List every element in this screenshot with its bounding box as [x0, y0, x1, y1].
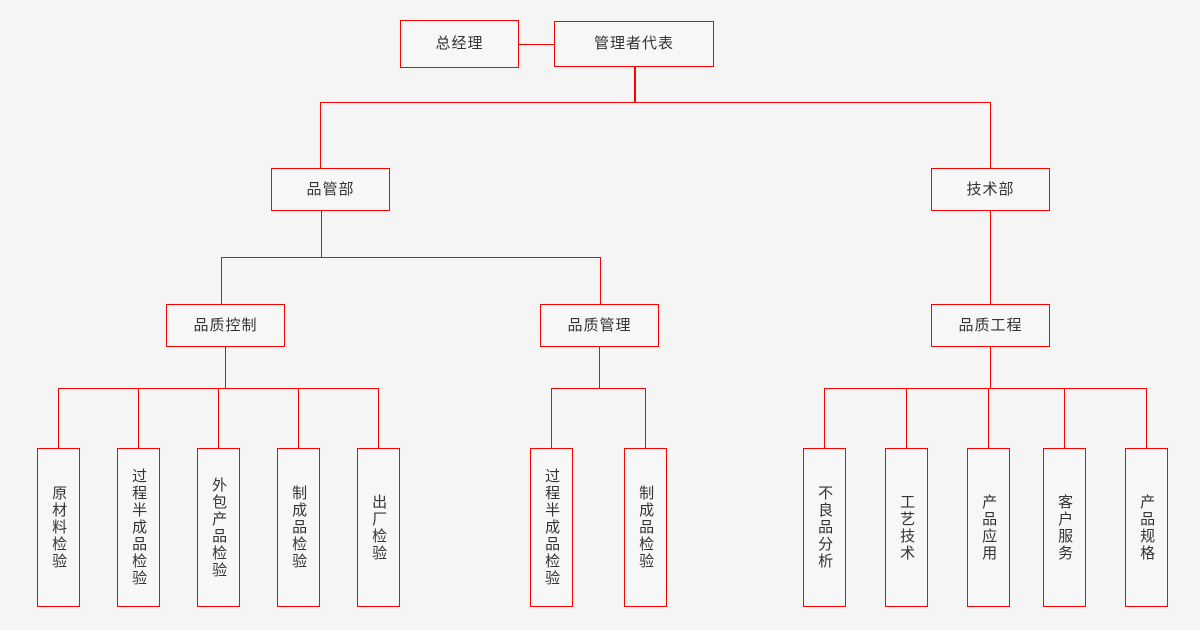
leaf-node-in-process-inspection[interactable]: 过程半成品检验 — [117, 448, 160, 607]
connector-gm-to-mr — [519, 44, 554, 45]
connector-qe-leaf-drop-5 — [1146, 388, 1147, 448]
leaf-label: 制成品检验 — [290, 485, 309, 570]
leaf-label: 过程半成品检验 — [130, 468, 149, 587]
node-quality-department[interactable]: 品管部 — [271, 168, 390, 211]
node-quality-management[interactable]: 品质管理 — [540, 304, 659, 347]
connector-qm-leaf-bus — [551, 388, 646, 389]
node-quality-engineering[interactable]: 品质工程 — [931, 304, 1050, 347]
leaf-label: 工艺技术 — [898, 493, 917, 562]
node-general-manager[interactable]: 总经理 — [400, 20, 519, 68]
node-technical-department-label: 技术部 — [966, 179, 1015, 198]
connector-qc-leaf-drop-3 — [218, 388, 219, 448]
connector-qc-drop — [225, 347, 226, 388]
leaf-label: 制成品检验 — [637, 485, 656, 570]
connector-mr-drop — [634, 67, 636, 103]
connector-level2-right-drop — [990, 102, 991, 169]
connector-qe-leaf-drop-4 — [1064, 388, 1065, 448]
node-quality-department-label: 品管部 — [306, 179, 355, 198]
leaf-label: 外包产品检验 — [210, 476, 229, 579]
leaf-node-raw-material-inspection[interactable]: 原材料检验 — [37, 448, 80, 607]
leaf-node-outsourced-product-inspection[interactable]: 外包产品检验 — [197, 448, 240, 607]
connector-level3-qc-drop — [221, 257, 222, 304]
connector-qm-leaf-drop-1 — [551, 388, 552, 448]
connector-level2-left-drop — [320, 102, 321, 169]
connector-qd-drop — [321, 211, 322, 258]
connector-qe-drop — [990, 347, 991, 388]
connector-qc-leaf-drop-5 — [378, 388, 379, 448]
node-technical-department[interactable]: 技术部 — [931, 168, 1050, 211]
node-quality-management-label: 品质管理 — [567, 315, 632, 334]
leaf-node-outgoing-inspection[interactable]: 出厂检验 — [357, 448, 400, 607]
leaf-label: 客户服务 — [1056, 493, 1075, 562]
leaf-label: 产品规格 — [1138, 493, 1157, 562]
leaf-label: 产品应用 — [980, 493, 999, 562]
leaf-node-process-technology[interactable]: 工艺技术 — [885, 448, 928, 607]
node-management-representative-label: 管理者代表 — [593, 34, 674, 53]
leaf-node-product-application[interactable]: 产品应用 — [967, 448, 1010, 607]
connector-qe-leaf-drop-1 — [824, 388, 825, 448]
connector-level3-qm-drop — [600, 257, 601, 304]
leaf-label: 过程半成品检验 — [543, 468, 562, 587]
connector-qe-leaf-drop-2 — [906, 388, 907, 448]
connector-qe-leaf-bus — [824, 388, 1146, 389]
connector-qm-leaf-drop-2 — [645, 388, 646, 448]
connector-level3-qd-bus — [221, 257, 601, 258]
leaf-node-product-specification[interactable]: 产品规格 — [1125, 448, 1168, 607]
leaf-node-finished-product-inspection[interactable]: 制成品检验 — [277, 448, 320, 607]
leaf-label: 不良品分析 — [816, 485, 835, 570]
leaf-node-qm-in-process-inspection[interactable]: 过程半成品检验 — [530, 448, 573, 607]
connector-qm-drop — [599, 347, 600, 388]
connector-qe-leaf-drop-3 — [988, 388, 989, 448]
node-quality-control[interactable]: 品质控制 — [166, 304, 285, 347]
connector-qc-leaf-drop-2 — [138, 388, 139, 448]
node-quality-control-label: 品质控制 — [193, 315, 258, 334]
connector-qc-leaf-drop-4 — [298, 388, 299, 448]
leaf-label: 出厂检验 — [370, 493, 389, 562]
connector-qc-leaf-drop-1 — [58, 388, 59, 448]
leaf-node-customer-service[interactable]: 客户服务 — [1043, 448, 1086, 607]
leaf-node-defect-analysis[interactable]: 不良品分析 — [803, 448, 846, 607]
connector-level2-bus — [320, 102, 991, 103]
node-quality-engineering-label: 品质工程 — [958, 315, 1023, 334]
leaf-node-qm-finished-product-inspection[interactable]: 制成品检验 — [624, 448, 667, 607]
connector-td-to-qe — [990, 211, 991, 304]
leaf-label: 原材料检验 — [50, 485, 69, 570]
node-management-representative[interactable]: 管理者代表 — [554, 21, 714, 67]
node-general-manager-label: 总经理 — [435, 34, 484, 53]
